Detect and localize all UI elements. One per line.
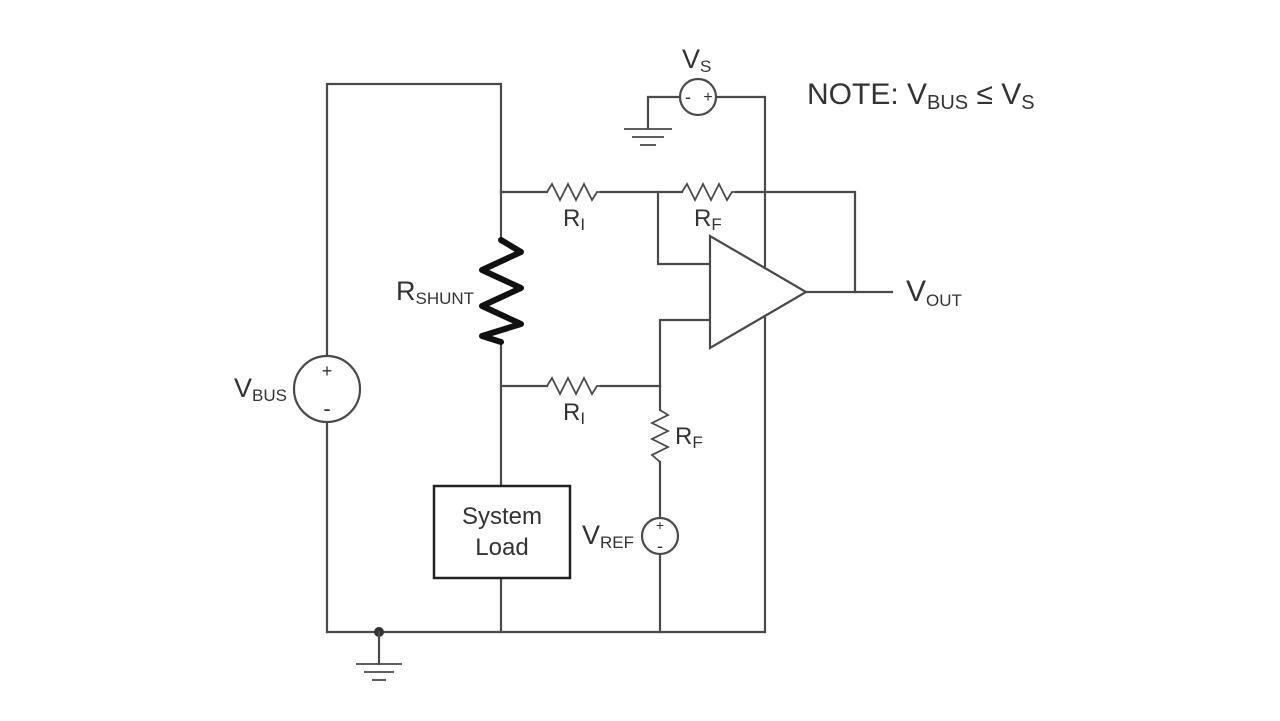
op-amp-triangle bbox=[708, 234, 809, 350]
note-text: NOTE: VBUS ≤ VS bbox=[807, 78, 1035, 114]
vbus-plus-sign: + bbox=[322, 361, 333, 381]
vs-plus-sign: + bbox=[703, 89, 712, 106]
system-load-line2: Load bbox=[475, 534, 528, 561]
ground-symbol-bottom bbox=[356, 630, 402, 681]
label-vs: VS bbox=[682, 44, 711, 76]
label-ri-bottom: RI bbox=[563, 399, 585, 428]
system-load-line1: System bbox=[462, 503, 542, 530]
label-vout: VOUT bbox=[906, 275, 962, 310]
system-load-box: System Load bbox=[432, 484, 572, 580]
resistor-rshunt bbox=[479, 237, 524, 345]
resistor-rf-top bbox=[681, 181, 736, 203]
label-vbus: VBUS bbox=[234, 373, 287, 405]
resistor-ri-top bbox=[546, 181, 601, 203]
vs-minus-sign: - bbox=[685, 87, 691, 107]
resistor-rf-bottom bbox=[649, 409, 671, 463]
wires bbox=[325, 82, 894, 634]
label-vref: VREF bbox=[582, 520, 634, 552]
vref-source: + - bbox=[640, 516, 680, 556]
vref-plus-sign: + bbox=[656, 517, 664, 533]
label-rf-bottom: RF bbox=[675, 423, 703, 452]
label-ri-top: RI bbox=[563, 205, 585, 234]
label-rshunt: RSHUNT bbox=[396, 276, 474, 308]
vs-source: - + bbox=[678, 77, 718, 117]
vbus-minus-sign: - bbox=[323, 396, 330, 421]
vbus-source: + - bbox=[292, 354, 362, 424]
vref-minus-sign: - bbox=[657, 536, 663, 556]
resistor-ri-bottom bbox=[546, 375, 601, 397]
label-rf-top: RF bbox=[694, 205, 722, 234]
ground-symbol-vs bbox=[624, 128, 672, 146]
